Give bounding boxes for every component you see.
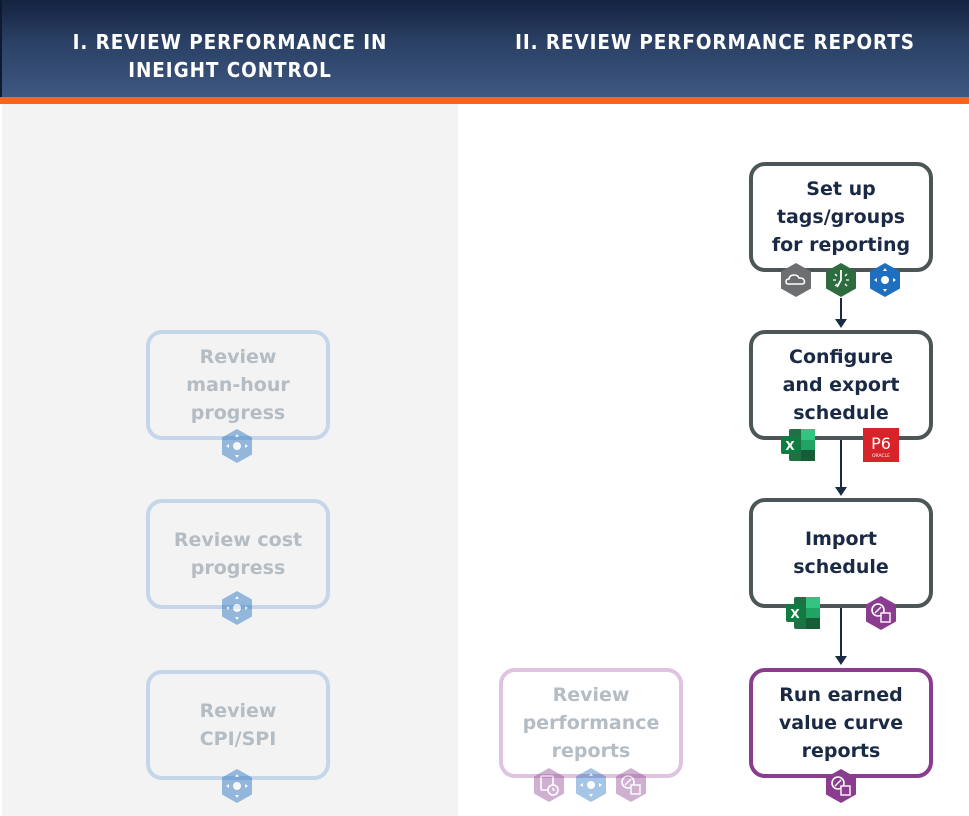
step-label: Review CPI/SPI — [199, 700, 277, 750]
header-banner — [0, 0, 969, 97]
step-label: Review man-hour progress — [186, 346, 290, 424]
step-review-man-hour-progress[interactable]: Review man-hour progress — [146, 330, 330, 440]
step-label: Run earned value curve reports — [778, 684, 904, 762]
step-import-schedule[interactable]: Import schedule — [749, 498, 933, 608]
compass-report-icon — [614, 767, 648, 803]
compass-report-icon — [824, 768, 858, 804]
control-icon — [220, 428, 254, 464]
step-configure-export-schedule[interactable]: Configure and export schedule — [749, 330, 933, 440]
step-label: Import schedule — [793, 528, 889, 578]
flow-connector — [840, 298, 842, 320]
step-review-cost-progress[interactable]: Review cost progress — [146, 499, 330, 609]
oracle-text: ORACLE — [872, 453, 890, 459]
step-label: Review performance reports — [522, 684, 660, 762]
control-icon — [868, 262, 902, 298]
control-icon — [220, 768, 254, 804]
step-review-cpi-spi[interactable]: Review CPI/SPI — [146, 670, 330, 780]
step-label: Configure and export schedule — [782, 346, 900, 424]
header-accent-bar — [0, 97, 969, 104]
step-set-up-tags-groups[interactable]: Set up tags/groups for reporting — [749, 162, 933, 272]
excel-icon: X — [784, 595, 822, 631]
excel-letter: X — [785, 439, 795, 453]
clock-icon — [824, 262, 858, 298]
excel-letter: X — [790, 607, 800, 621]
compass-report-icon — [864, 595, 898, 631]
arrow-down-icon — [835, 656, 847, 665]
step-review-performance-reports[interactable]: Review performance reports — [499, 668, 683, 778]
step-label: Set up tags/groups for reporting — [771, 178, 911, 256]
flow-connector — [840, 608, 842, 657]
flow-connector — [840, 440, 842, 488]
p6-text: P6 — [871, 434, 891, 453]
step-label: Review cost progress — [173, 529, 303, 579]
report-clock-icon — [532, 767, 566, 803]
cloud-icon — [779, 262, 813, 298]
arrow-down-icon — [835, 319, 847, 328]
control-icon — [574, 767, 608, 803]
control-icon — [220, 590, 254, 626]
step-run-earned-value-curve-reports[interactable]: Run earned value curve reports — [749, 668, 933, 778]
column-1-title: I. Review Performance in InEight Control — [72, 30, 388, 82]
excel-icon: X — [779, 427, 817, 463]
arrow-down-icon — [835, 487, 847, 496]
column-2-title: II. Review Performance Reports — [515, 30, 915, 54]
